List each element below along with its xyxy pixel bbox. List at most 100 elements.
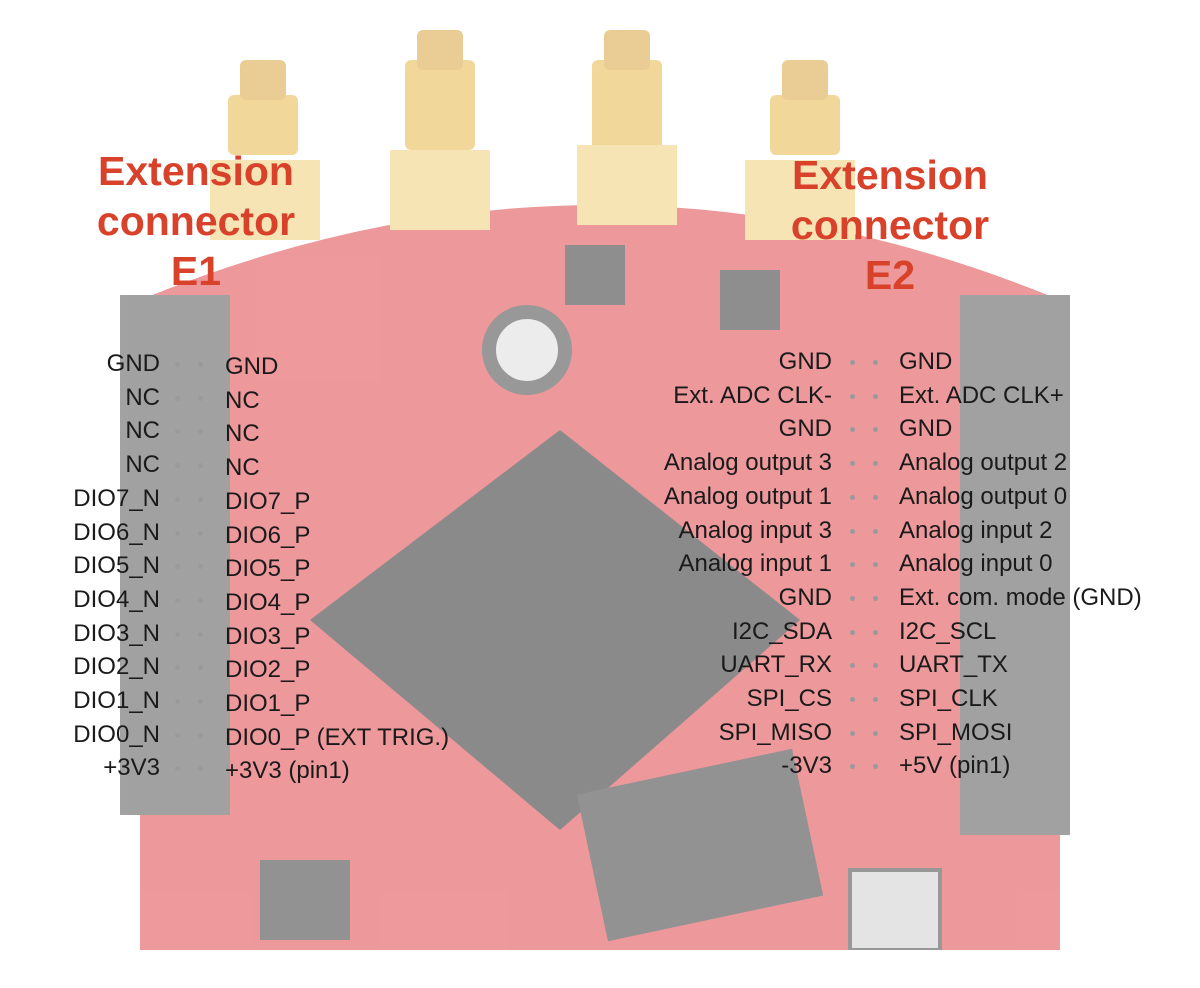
pin-dot (198, 362, 203, 367)
title-line: E1 (170, 248, 222, 294)
pin-dot (850, 697, 855, 702)
title-extension-connector-e2: Extension connector E2 (760, 150, 1020, 300)
e2-pin-label: -3V3 (781, 752, 832, 780)
e2-pin-label: Analog input 3 (678, 516, 832, 544)
e1-pin-label: DIO2_P (225, 656, 311, 684)
pin-dot (175, 732, 180, 738)
e2-pin-label: GND (778, 415, 832, 443)
e1-pin-label: DIO0_N (73, 720, 160, 748)
pin-dot (873, 393, 878, 399)
e2-pin-label: I2C_SDA (731, 617, 832, 645)
e1-pin-label: DIO3_P (225, 622, 311, 650)
pin-dot (175, 395, 180, 401)
pin-dot (850, 360, 855, 365)
sma-connector-out1 (390, 30, 490, 230)
e1-pin-label: DIO6_P (225, 521, 311, 549)
pin-dot (198, 597, 203, 603)
pin-dot (175, 699, 180, 704)
e1-pin-label: NC (225, 386, 260, 414)
pin-dot (873, 360, 878, 365)
e1-pin-label: DIO5_N (73, 552, 160, 580)
sd-slot (848, 868, 942, 952)
pin-dot (198, 395, 203, 401)
pin-dot (850, 629, 855, 635)
pin-dot (198, 496, 203, 502)
e1-pin-label: DIO1_P (225, 690, 311, 717)
e2-pin-label: GND (899, 415, 953, 443)
title-line: E2 (864, 252, 916, 298)
jumper-header (720, 270, 780, 330)
pin-dot (850, 393, 855, 399)
e1-pin-label: DIO4_P (225, 588, 311, 616)
chip (260, 860, 350, 940)
e1-pin-label: DIO5_P (225, 555, 311, 583)
e1-pin-label: NC (125, 417, 160, 445)
e1-pin-label: DIO4_N (73, 585, 160, 613)
e2-pin-label: UART_TX (899, 651, 1008, 679)
e1-pin-label: DIO2_N (73, 653, 160, 681)
title-line: Extension (98, 148, 294, 194)
pin-dot (198, 665, 203, 671)
pin-dot (175, 429, 180, 435)
pin-dot (873, 730, 878, 736)
pin-dot (175, 463, 180, 469)
pin-dot (873, 595, 878, 601)
e2-pin-label: Analog input 1 (678, 550, 832, 578)
jumper-header (565, 245, 625, 305)
pin-dot (850, 764, 855, 770)
pin-dot (175, 564, 180, 570)
mounting-hole (482, 305, 572, 395)
pin-dot (198, 564, 203, 570)
e2-pin-label: SPI_MISO (718, 718, 832, 746)
pin-dot (175, 766, 180, 772)
title-line: connector (96, 198, 296, 244)
e2-pin-label: GND (899, 348, 953, 375)
pin-dot (850, 461, 855, 467)
e2-pin-label: SPI_CLK (899, 685, 998, 712)
e2-pin-label: Analog output 3 (663, 449, 832, 477)
title-line: connector (790, 202, 990, 248)
pin-dot (198, 732, 203, 738)
e2-pin-label: +5V (pin1) (899, 752, 1011, 780)
pin-dot (873, 697, 878, 702)
pin-dot (198, 766, 203, 772)
e2-pin-label: SPI_MOSI (899, 718, 1013, 746)
sma-connector-out2 (210, 60, 320, 240)
pin-dot (198, 530, 203, 536)
e1-pin-label: DIO7_N (73, 484, 160, 512)
e2-pin-label: Analog input 2 (899, 516, 1053, 544)
heatsink (310, 430, 800, 830)
pin-dot (198, 429, 203, 435)
e2-pin-label: Ext. ADC CLK+ (899, 381, 1064, 409)
pin-dot (850, 528, 855, 534)
e2-pin-label: SPI_CS (746, 685, 832, 712)
pin-dot (873, 528, 878, 534)
pin-dot (873, 663, 878, 669)
e2-pin-label: Analog output 2 (899, 449, 1068, 477)
pin-dot (873, 562, 878, 568)
title-line: Extension (792, 152, 988, 198)
pin-dot (198, 699, 203, 704)
pin-dot (873, 494, 878, 500)
e1-pin-label: DIO6_N (73, 518, 160, 546)
chip (576, 748, 824, 942)
e2-pin-label: Analog input 0 (899, 550, 1053, 578)
pin-dot (175, 597, 180, 603)
pin-dot (850, 427, 855, 433)
e1-pin-label: DIO7_P (225, 487, 311, 515)
connector-e2-block (960, 295, 1070, 835)
pin-dot (175, 496, 180, 502)
pin-dot (873, 629, 878, 635)
pin-dot (175, 631, 180, 637)
e2-pin-label: Analog output 0 (899, 482, 1068, 510)
connector-e1-block (120, 295, 230, 815)
pin-dot (198, 463, 203, 469)
pin-dot (850, 494, 855, 500)
pin-dot (850, 663, 855, 669)
e2-pin-label: GND (778, 583, 832, 611)
e1-pin-label: +3V3 (103, 754, 160, 782)
e1-pin-label: GND (106, 350, 160, 377)
e2-pin-label: Analog output 1 (663, 482, 832, 510)
pin-dot (873, 764, 878, 770)
e1-pin-label: DIO1_N (73, 687, 160, 714)
